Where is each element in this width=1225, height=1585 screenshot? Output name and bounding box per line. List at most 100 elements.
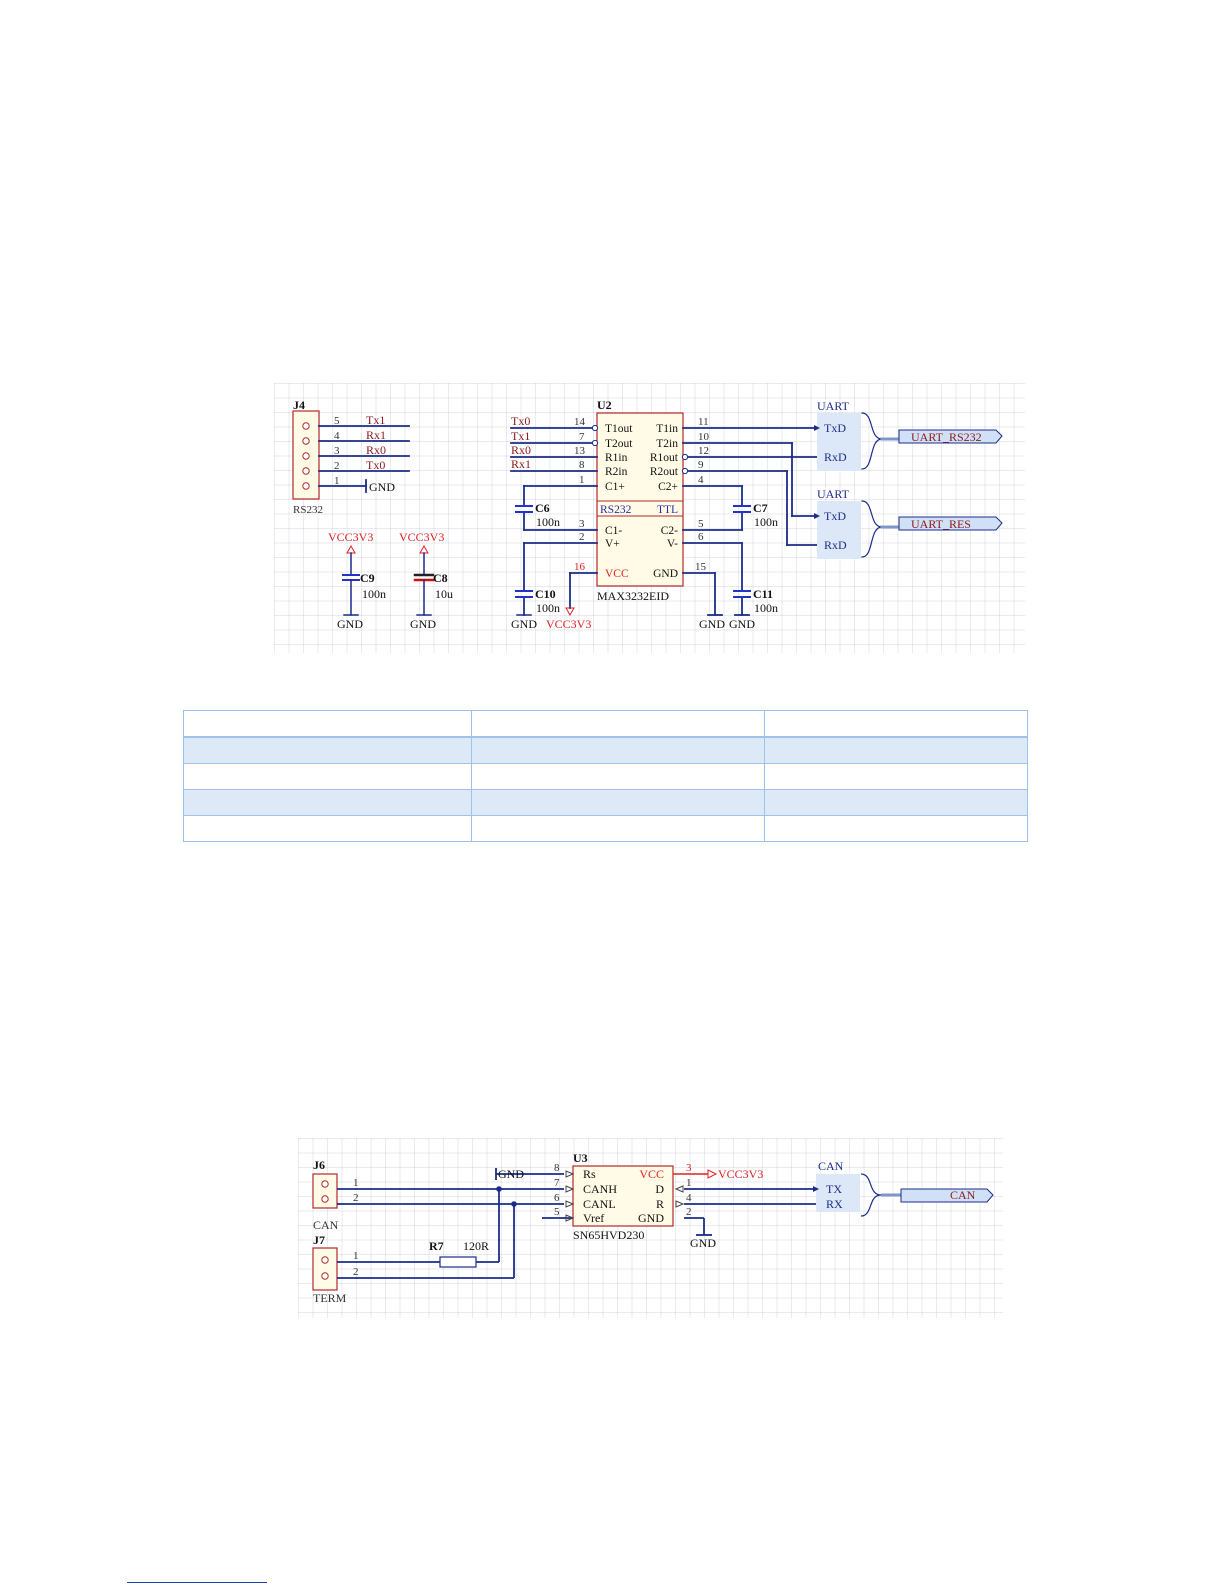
u2-pin-c1p: C1+ (605, 481, 625, 493)
can-port: CAN (950, 1188, 976, 1202)
u2-net-tx0: Tx0 (511, 414, 530, 428)
net-rx0: Rx0 (366, 443, 386, 457)
table-cell (470, 789, 766, 816)
c9-gnd: GND (337, 617, 363, 631)
u2-pin-2-num: 2 (579, 531, 585, 543)
r7-resistor (439, 1256, 477, 1268)
u2-pin-vm: V- (667, 538, 678, 550)
rs232-schematic: J4 RS232 5 4 3 2 1 Tx1 Rx1 Rx0 Tx0 GND V… (274, 383, 1025, 653)
table-cell (183, 763, 472, 790)
uart2-txd: TxD (824, 509, 846, 523)
j7-connector (312, 1247, 338, 1291)
u3-gnd-left: GND (498, 1167, 524, 1181)
can-bus-rx: RX (826, 1197, 843, 1211)
table-cell (764, 815, 1028, 842)
j4-name: RS232 (293, 504, 323, 516)
u2-pin-5-num: 5 (698, 518, 704, 530)
u2-pin-r1out: R1out (650, 452, 679, 464)
u2-pin-r2out: R2out (650, 466, 679, 478)
u2-pin-15-num: 15 (695, 561, 707, 573)
c8-value: 10u (435, 587, 453, 601)
u2-pin-vp: V+ (605, 538, 620, 550)
u2-pin-13-num: 13 (574, 445, 586, 457)
table-cell (470, 763, 766, 790)
c8-vcc-label: VCC3V3 (399, 530, 444, 544)
j6-name: CAN (313, 1218, 339, 1232)
j7-pin-2: 2 (353, 1266, 359, 1278)
uart1-title: UART (817, 399, 850, 413)
u3-pin-3-num: 3 (686, 1162, 692, 1174)
j4-pin-2: 2 (334, 460, 340, 472)
u2-pin-9-num: 9 (698, 459, 704, 471)
can-bus-title: CAN (818, 1159, 844, 1173)
uart2-rxd: RxD (824, 538, 847, 552)
j6-pin-2: 2 (353, 1192, 359, 1204)
c11-value: 100n (754, 601, 778, 615)
u2-pin-r2in: R2in (605, 466, 628, 478)
c10-ref: C10 (535, 587, 556, 601)
u2-pin-3-num: 3 (579, 518, 585, 530)
table-cell (764, 736, 1028, 764)
u3-pin-5-num: 5 (554, 1206, 560, 1218)
u2-pin-c2m: C2- (661, 525, 678, 537)
r7-ref: R7 (429, 1239, 444, 1253)
table-row (183, 789, 1028, 816)
u3-ref: U3 (573, 1151, 588, 1165)
empty-table (183, 710, 1028, 842)
u2-pin-t1out: T1out (605, 423, 633, 435)
table-cell (183, 736, 472, 764)
u3-pin-r: R (656, 1197, 664, 1211)
u3-pin-rs: Rs (583, 1167, 596, 1181)
u2-pin-7-num: 7 (579, 431, 585, 443)
j4-pin-1: 1 (334, 475, 340, 487)
table-cell (183, 710, 472, 738)
table-row (183, 815, 1028, 842)
c9-vcc-label: VCC3V3 (328, 530, 373, 544)
u3-pin-vcc: VCC (639, 1167, 664, 1181)
table-cell (183, 789, 472, 816)
footnote-separator (127, 1582, 267, 1583)
j6-pin-1: 1 (353, 1177, 359, 1189)
table-row (183, 710, 1028, 738)
u2-net-tx1: Tx1 (511, 429, 530, 443)
u3-pin-1-num: 1 (686, 1177, 692, 1189)
uart2-title: UART (817, 487, 850, 501)
c8-ref: C8 (433, 571, 448, 585)
table-row (183, 736, 1028, 764)
table-cell (183, 815, 472, 842)
u2-pin-12-num: 12 (698, 445, 709, 457)
j4-connector (292, 410, 410, 500)
c9-ref: C9 (360, 571, 375, 585)
u3-pin-7-num: 7 (554, 1177, 560, 1189)
net-tx0: Tx0 (366, 458, 385, 472)
u2-pin-c1m: C1- (605, 525, 622, 537)
j6-connector (312, 1173, 338, 1209)
j7-ref: J7 (313, 1233, 325, 1247)
table-cell (764, 763, 1028, 790)
u3-pin-6-num: 6 (554, 1192, 560, 1204)
uart1-txd: TxD (824, 421, 846, 435)
c11-ref: C11 (753, 587, 773, 601)
u2-band-left: RS232 (600, 504, 632, 516)
c10-value: 100n (536, 601, 560, 615)
u2-max3232 (510, 412, 818, 617)
j4-pin-3: 3 (334, 445, 340, 457)
u2-pin-8-num: 8 (579, 459, 585, 471)
u2-pin-t1in: T1in (656, 423, 678, 435)
can-harness (813, 1173, 994, 1217)
c10-gnd: GND (511, 617, 537, 631)
u2-pin-6-num: 6 (698, 531, 704, 543)
c9-value: 100n (362, 587, 386, 601)
uart1-rxd: RxD (824, 450, 847, 464)
net-tx1: Tx1 (366, 413, 385, 427)
u2-net-rx0: Rx0 (511, 443, 531, 457)
u3-gnd-right: GND (690, 1236, 716, 1250)
u2-pin-gnd: GND (653, 568, 678, 580)
table-cell (470, 815, 766, 842)
r7-value: 120R (463, 1239, 489, 1253)
u2-pin-c2p: C2+ (658, 481, 678, 493)
u2-pin-4-num: 4 (698, 474, 704, 486)
c7-ref: C7 (753, 501, 768, 515)
u3-pin-gnd: GND (638, 1211, 664, 1225)
u2-net-rx1: Rx1 (511, 457, 531, 471)
